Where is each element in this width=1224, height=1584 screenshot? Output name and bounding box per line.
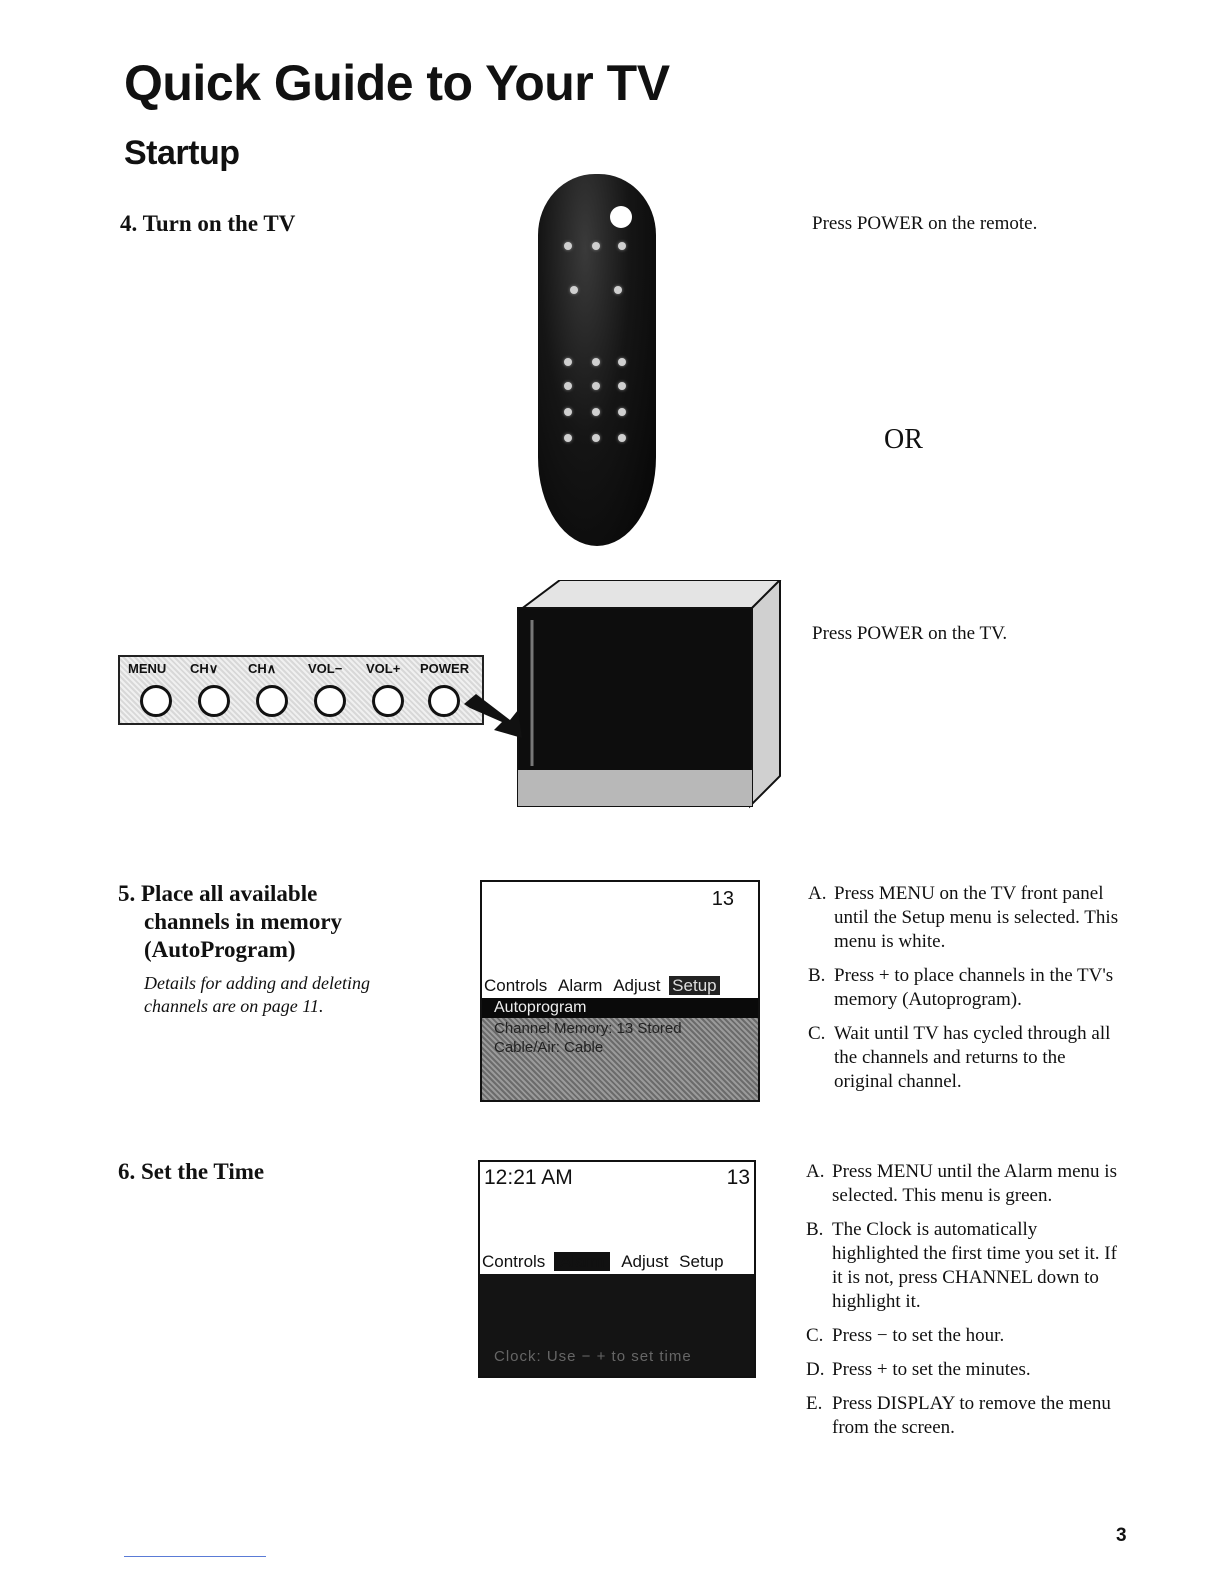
step6-item-a: A.Press MENU until the Alarm menu is sel… bbox=[806, 1161, 1117, 1206]
step6-item-e: E.Press DISPLAY to remove the menu from … bbox=[806, 1393, 1111, 1438]
screen-menu-body: Clock: Use − + to set time bbox=[480, 1274, 754, 1376]
alarm-menu-screen: 12:21 AM 13 Controls Alarm Adjust Setup … bbox=[478, 1160, 756, 1378]
step6-item-b: B.The Clock is automatically highlighted… bbox=[806, 1219, 1117, 1312]
tab-controls: Controls bbox=[484, 976, 548, 995]
tab-controls: Controls bbox=[482, 1252, 546, 1271]
panel-label-power: POWER bbox=[420, 661, 470, 676]
step5-note: Details for adding and deleting channels… bbox=[144, 973, 370, 1016]
footer-rule bbox=[124, 1556, 266, 1557]
menu-item-cable-air: Cable/Air: Cable bbox=[494, 1039, 604, 1056]
screen-channel-number: 13 bbox=[726, 1166, 750, 1189]
step5-item-b: B.Press + to place channels in the TV's … bbox=[808, 965, 1114, 1010]
tv-illustration bbox=[464, 580, 782, 809]
tv-front-panel: MENU CH∨ CH∧ VOL− VOL+ POWER bbox=[118, 655, 484, 725]
step6-item-d: D.Press + to set the minutes. bbox=[806, 1359, 1031, 1380]
tab-adjust: Adjust bbox=[621, 1252, 669, 1271]
screen-time: 12:21 AM bbox=[484, 1166, 573, 1189]
tab-setup-selected: Setup bbox=[669, 976, 720, 995]
remote-control-illustration bbox=[538, 174, 656, 546]
step4-instruction-remote: Press POWER on the remote. bbox=[812, 213, 1038, 234]
panel-vol-down-knob bbox=[314, 685, 346, 717]
page-title: Quick Guide to Your TV bbox=[124, 55, 670, 111]
step5-item-c: C.Wait until TV has cycled through all t… bbox=[808, 1023, 1111, 1092]
tab-setup: Setup bbox=[679, 1252, 724, 1271]
tab-adjust: Adjust bbox=[613, 976, 661, 995]
page-number: 3 bbox=[1116, 1525, 1127, 1546]
step5-heading: 5. Place all available channels in memor… bbox=[118, 881, 343, 962]
panel-power-knob bbox=[428, 685, 460, 717]
tab-alarm-selected: Alarm bbox=[554, 1252, 611, 1271]
panel-label-menu: MENU bbox=[128, 661, 167, 676]
screen-channel-number: 13 bbox=[711, 888, 734, 910]
panel-ch-up-knob bbox=[256, 685, 288, 717]
panel-label-ch-up: CH∧ bbox=[248, 661, 277, 676]
step6-heading: 6. Set the Time bbox=[118, 1159, 265, 1184]
section-subtitle: Startup bbox=[124, 134, 240, 172]
or-separator: OR bbox=[884, 424, 923, 455]
tab-alarm: Alarm bbox=[558, 976, 603, 995]
step5-item-a: A.Press MENU on the TV front panel until… bbox=[808, 883, 1119, 952]
panel-label-vol-down: VOL− bbox=[308, 661, 343, 676]
menu-item-channel-memory: Channel Memory: 13 Stored bbox=[494, 1020, 682, 1037]
step6-item-c: C.Press − to set the hour. bbox=[806, 1325, 1005, 1346]
panel-label-vol-up: VOL+ bbox=[366, 661, 401, 676]
screen-menu-tabs: Controls Alarm Adjust Setup bbox=[484, 976, 720, 996]
panel-ch-down-knob bbox=[198, 685, 230, 717]
step6-instructions: A.Press MENU until the Alarm menu is sel… bbox=[806, 1160, 1126, 1450]
step4-instruction-tv: Press POWER on the TV. bbox=[812, 623, 1008, 644]
remote-power-button bbox=[610, 206, 632, 228]
step5-instructions: A.Press MENU on the TV front panel until… bbox=[808, 882, 1128, 1104]
screen-menu-body: Autoprogram Channel Memory: 13 Stored Ca… bbox=[482, 998, 758, 1100]
screen-clock-hint: Clock: Use − + to set time bbox=[494, 1348, 692, 1365]
screen-menu-tabs: Controls Alarm Adjust Setup bbox=[482, 1252, 724, 1272]
panel-vol-up-knob bbox=[372, 685, 404, 717]
step4-heading: 4. Turn on the TV bbox=[120, 211, 296, 236]
setup-menu-screen: 13 Controls Alarm Adjust Setup Autoprogr… bbox=[480, 880, 760, 1102]
menu-item-autoprogram: Autoprogram bbox=[482, 998, 758, 1018]
panel-label-ch-down: CH∨ bbox=[190, 661, 219, 676]
panel-menu-knob bbox=[140, 685, 172, 717]
